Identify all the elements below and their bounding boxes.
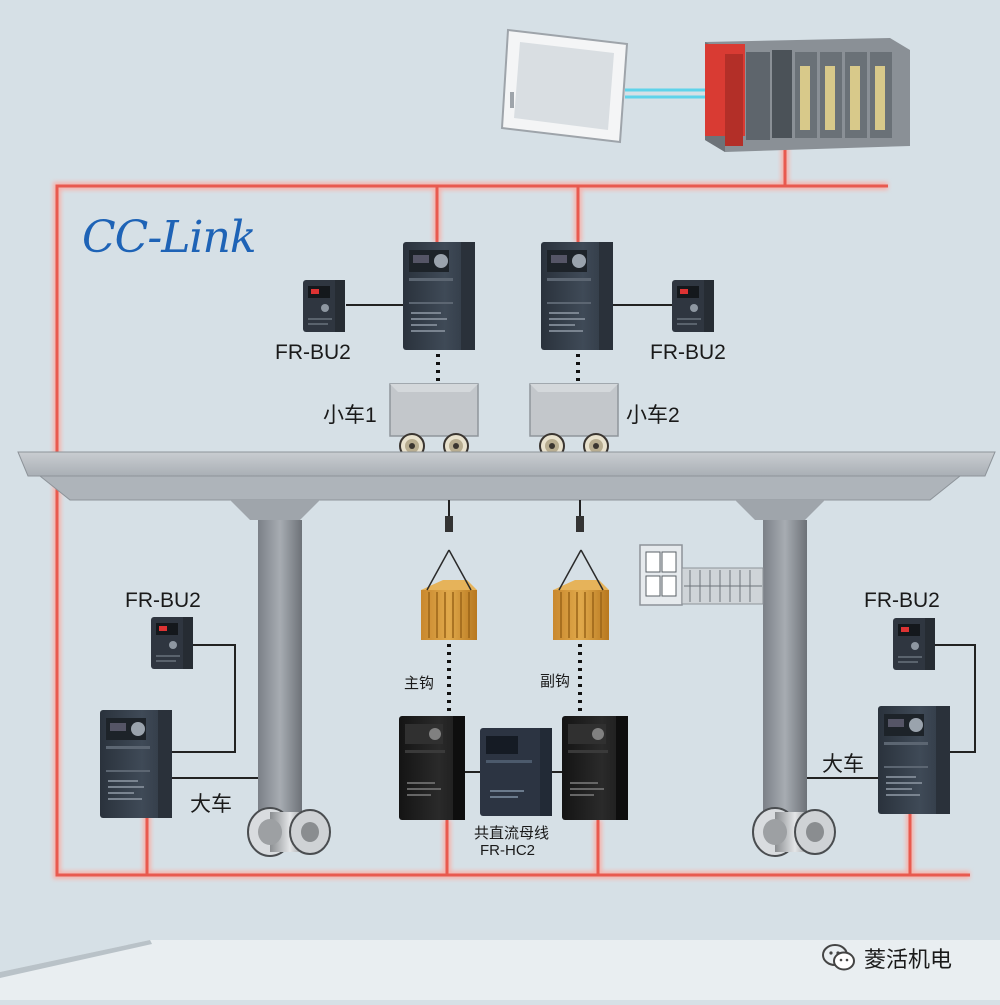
main-hook-assembly xyxy=(420,500,478,641)
label-bridge-right: 大车 xyxy=(822,753,864,776)
trolley-1-inverter xyxy=(403,242,475,350)
control-cabin xyxy=(639,544,764,606)
fr-hc2-unit xyxy=(480,728,552,816)
aux-hook-assembly xyxy=(552,500,610,641)
aux-hook-inverter xyxy=(562,716,628,820)
bridge-left-inverter xyxy=(100,710,172,818)
right-travel-wheel xyxy=(752,807,836,857)
cc-link-logo-text: CC-Link xyxy=(82,212,256,263)
label-aux-hook: 副钩 xyxy=(540,673,571,690)
gantry-beam xyxy=(17,451,996,520)
label-common-bus-line2: FR-HC2 xyxy=(480,842,535,859)
left-travel-wheel xyxy=(247,807,331,857)
label-main-hook: 主钩 xyxy=(404,675,435,692)
trolley-1 xyxy=(389,383,479,459)
bu2-bottom-right-unit xyxy=(893,618,935,670)
floor xyxy=(0,940,1000,1000)
right-column xyxy=(763,520,807,840)
label-trolley-2: 小车2 xyxy=(626,404,680,427)
main-hook-inverter xyxy=(399,716,465,820)
label-common-bus-line1: 共直流母线 xyxy=(474,825,550,842)
watermark-text: 菱活机电 xyxy=(864,948,953,973)
floor-edge xyxy=(0,940,152,978)
bu2-bottom-right-wire xyxy=(935,644,976,753)
bu2-top-left-unit xyxy=(303,280,345,332)
label-bu2-top-left: FR-BU2 xyxy=(275,341,351,364)
watermark: 菱活机电 xyxy=(822,942,952,974)
trolley-2 xyxy=(529,383,619,459)
label-bu2-bottom-right: FR-BU2 xyxy=(864,589,940,612)
wechat-icon xyxy=(822,944,855,971)
label-bridge-left: 大车 xyxy=(190,793,232,816)
bu2-bottom-left-wire xyxy=(172,644,236,753)
hmi-plc-link xyxy=(625,88,705,99)
cc-link-logo: CC-Link xyxy=(82,212,256,263)
label-bu2-top-right: FR-BU2 xyxy=(650,341,726,364)
bu2-bottom-left-unit xyxy=(151,617,193,669)
bridge-right-inverter xyxy=(878,706,950,814)
label-bu2-bottom-left: FR-BU2 xyxy=(125,589,201,612)
cc-link-network xyxy=(53,140,970,879)
plc-rack xyxy=(705,38,910,152)
trolley-2-inverter xyxy=(541,242,613,350)
left-column xyxy=(258,520,302,840)
label-trolley-1: 小车1 xyxy=(323,404,377,427)
bu2-top-right-unit xyxy=(672,280,714,332)
hmi-touch-panel xyxy=(500,28,629,144)
